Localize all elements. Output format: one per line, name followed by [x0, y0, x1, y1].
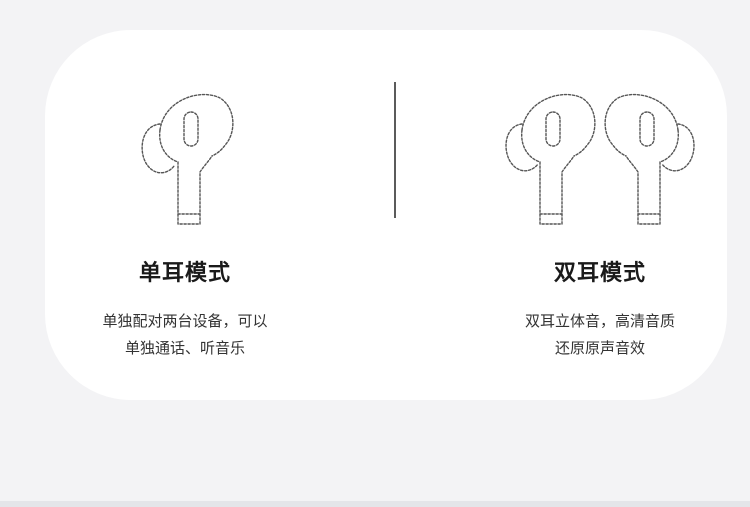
- dual-ear-mode: 双耳模式 双耳立体音，高清音质 还原原声音效: [450, 30, 750, 400]
- dual-mode-title: 双耳模式: [553, 261, 646, 286]
- dual-mode-description-line: 还原原声音效: [554, 339, 645, 357]
- dual-mode-description: 双耳立体音，高清音质 还原原声音效: [450, 308, 750, 362]
- single-ear-mode: 单耳模式 单独配对两台设备，可以 单独通话、听音乐: [35, 30, 335, 400]
- single-earbud-icon: [35, 86, 335, 236]
- single-mode-description-line: 单独配对两台设备，可以: [102, 312, 268, 330]
- single-mode-description: 单独配对两台设备，可以 单独通话、听音乐: [35, 308, 335, 362]
- dual-earbuds-icon: [450, 86, 750, 236]
- bottom-band: [0, 501, 750, 507]
- mode-divider: [394, 82, 396, 218]
- single-mode-title: 单耳模式: [138, 261, 231, 286]
- single-mode-description-line: 单独通话、听音乐: [124, 339, 245, 357]
- dual-mode-description-line: 双耳立体音，高清音质: [524, 312, 675, 330]
- mode-comparison-card: 单耳模式 单独配对两台设备，可以 单独通话、听音乐: [45, 30, 727, 400]
